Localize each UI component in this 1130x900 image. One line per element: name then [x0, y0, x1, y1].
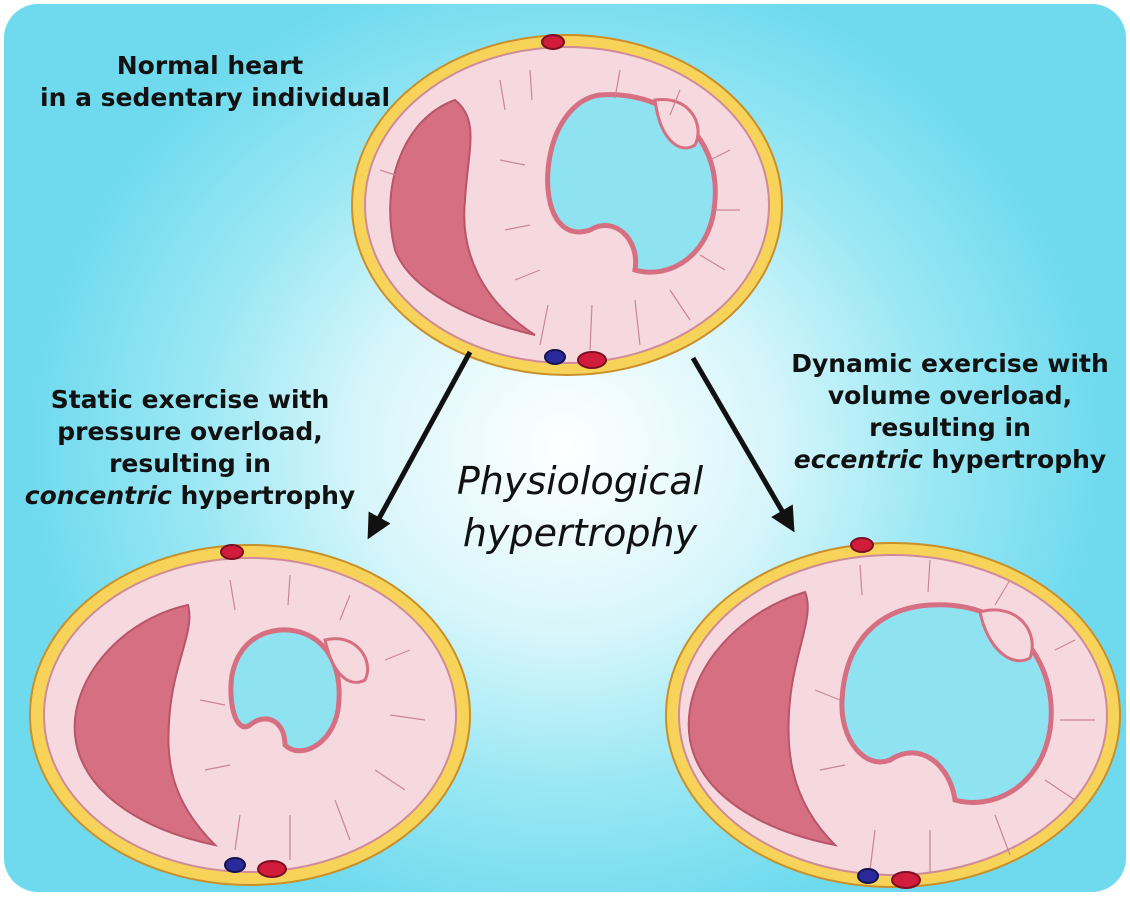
vein-icon	[545, 350, 565, 364]
vein-icon	[858, 869, 878, 883]
normal-heart-cross-section	[352, 35, 782, 375]
static-label-line2: pressure overload,	[20, 416, 360, 448]
static-label-line4: concentric hypertrophy	[20, 480, 360, 512]
eccentric-heart-cross-section	[666, 538, 1120, 888]
dynamic-label-line4: eccentric hypertrophy	[780, 444, 1120, 476]
static-exercise-label: Static exercise with pressure overload, …	[20, 384, 360, 512]
normal-heart-label: Normal heart in a sedentary individual	[40, 50, 380, 114]
dynamic-exercise-label: Dynamic exercise with volume overload, r…	[780, 348, 1120, 476]
vein-icon	[225, 858, 245, 872]
artery-icon	[851, 538, 873, 552]
dynamic-label-italic: eccentric	[794, 445, 923, 474]
artery-icon	[258, 861, 286, 877]
concentric-heart-cross-section	[30, 545, 470, 885]
artery-icon	[542, 35, 564, 49]
artery-icon	[578, 352, 606, 368]
dynamic-label-rest: hypertrophy	[923, 445, 1106, 474]
center-title-line1: Physiological	[400, 455, 760, 507]
dynamic-label-line2: volume overload,	[780, 380, 1120, 412]
static-label-rest: hypertrophy	[172, 481, 355, 510]
dynamic-label-line3: resulting in	[780, 412, 1120, 444]
artery-icon	[892, 872, 920, 888]
static-label-line1: Static exercise with	[20, 384, 360, 416]
static-label-line3: resulting in	[20, 448, 360, 480]
normal-heart-label-line1: Normal heart	[40, 50, 380, 82]
dynamic-label-line1: Dynamic exercise with	[780, 348, 1120, 380]
artery-icon	[221, 545, 243, 559]
normal-heart-label-line2: in a sedentary individual	[40, 82, 380, 114]
center-title-line2: hypertrophy	[400, 507, 760, 559]
static-label-italic: concentric	[25, 481, 172, 510]
center-title: Physiological hypertrophy	[400, 455, 760, 559]
